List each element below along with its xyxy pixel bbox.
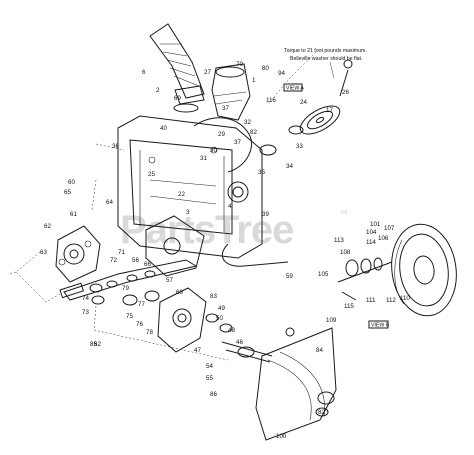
part-label: 62	[44, 223, 51, 230]
view-b-label: VIEW B	[371, 323, 390, 329]
discharge-chute	[149, 23, 205, 113]
part-label: 32	[244, 119, 251, 126]
belt	[222, 243, 289, 267]
part-label: 46	[236, 339, 243, 346]
part-label: 60	[68, 179, 75, 186]
watermark-trademark: TM	[340, 210, 347, 216]
part-label: 84	[316, 347, 323, 354]
part-label: 57	[166, 277, 173, 284]
part-label: 55	[206, 375, 213, 382]
part-label: 59	[286, 273, 293, 280]
part-label: 31	[200, 155, 207, 162]
part-label: 82	[318, 409, 325, 416]
part-label: 86	[210, 391, 217, 398]
part-label: 25	[148, 171, 155, 178]
part-label: 83	[210, 293, 217, 300]
part-label: 39	[262, 211, 269, 218]
part-label: 108	[340, 249, 351, 256]
part-label: 113	[334, 237, 344, 244]
impeller-pulley	[259, 59, 353, 156]
part-label: 35	[258, 169, 265, 176]
part-label: 85	[90, 341, 97, 348]
part-label: 37	[222, 105, 229, 112]
chute-base	[211, 63, 251, 121]
part-label: 49	[218, 305, 225, 312]
part-label: 78	[146, 329, 153, 336]
part-label: 36	[112, 143, 119, 150]
part-label: 27	[204, 69, 211, 76]
bearings	[91, 290, 233, 333]
part-label: 66	[144, 261, 151, 268]
part-label: 34	[286, 163, 293, 170]
wheel-axle-parts	[337, 257, 393, 301]
part-label: 63	[40, 249, 47, 256]
part-label: 47	[194, 347, 201, 354]
part-label: 29	[218, 131, 225, 138]
part-label: 70	[236, 61, 243, 68]
part-number-labels: 6 2 27 1 80 116 94 70 69 26 17 24 32 82 …	[40, 61, 410, 440]
part-label: 82	[94, 341, 101, 348]
part-label: 72	[110, 257, 117, 264]
part-label: 65	[64, 189, 71, 196]
part-label: 68	[176, 289, 183, 296]
leader-lines	[7, 51, 317, 361]
part-label: 76	[136, 321, 143, 328]
part-label: 101	[370, 221, 381, 228]
part-label: 104	[366, 229, 377, 236]
part-label: 116	[266, 97, 276, 104]
part-label: 2	[156, 87, 160, 94]
part-label: 50	[216, 315, 223, 322]
part-label: 109	[326, 317, 337, 324]
part-label: 77	[138, 301, 145, 308]
gear-case-left	[55, 225, 101, 283]
wheel	[391, 223, 457, 317]
part-label: 24	[300, 99, 307, 106]
torque-note-line1: Torque to 21 foot pounds maximum.	[284, 48, 367, 54]
part-label: 56	[132, 257, 139, 264]
watermark-text: PartsTree	[120, 208, 293, 252]
part-label: 26	[342, 89, 349, 96]
part-label: 105	[318, 271, 329, 278]
part-label: 73	[82, 309, 89, 316]
part-label: 110	[400, 295, 410, 302]
part-label: 17	[326, 107, 333, 114]
view-b-box: VIEW B	[368, 320, 390, 329]
part-label: 100	[276, 433, 287, 440]
part-label: 6	[142, 69, 146, 76]
part-label: 3	[186, 209, 190, 216]
part-label: 22	[178, 191, 185, 198]
part-label: 114	[366, 239, 376, 246]
part-label: 1	[252, 77, 256, 84]
part-label: 115	[344, 303, 354, 310]
auger-spiral	[221, 327, 337, 441]
part-label: 64	[106, 199, 113, 206]
part-label: 33	[296, 143, 303, 150]
note-leader	[329, 61, 335, 79]
part-label: 54	[206, 363, 213, 370]
part-label: 79	[122, 285, 129, 292]
part-label: 37	[234, 139, 241, 146]
part-label: 82	[250, 129, 257, 136]
part-label: 80	[262, 65, 269, 72]
part-label: 75	[126, 313, 133, 320]
part-label: 48	[228, 327, 235, 334]
view-a-label: VIEW A	[286, 86, 304, 92]
gear-housing	[145, 215, 207, 353]
part-label: 94	[278, 70, 285, 77]
torque-note-line2: Belleville washer should be flat.	[290, 56, 362, 62]
part-label: 30	[210, 147, 217, 154]
part-label: 111	[366, 297, 376, 304]
part-label: 69	[174, 95, 181, 102]
part-label: 106	[378, 235, 389, 242]
part-label: 4	[228, 203, 232, 210]
auger-housing	[117, 115, 263, 259]
part-label: 61	[70, 211, 77, 218]
view-a-box: VIEW A	[283, 83, 304, 92]
part-label: 74	[82, 295, 89, 302]
part-label: 107	[384, 225, 395, 232]
part-label: 71	[118, 249, 125, 256]
part-label: 112	[386, 297, 396, 304]
part-label: 40	[160, 125, 167, 132]
